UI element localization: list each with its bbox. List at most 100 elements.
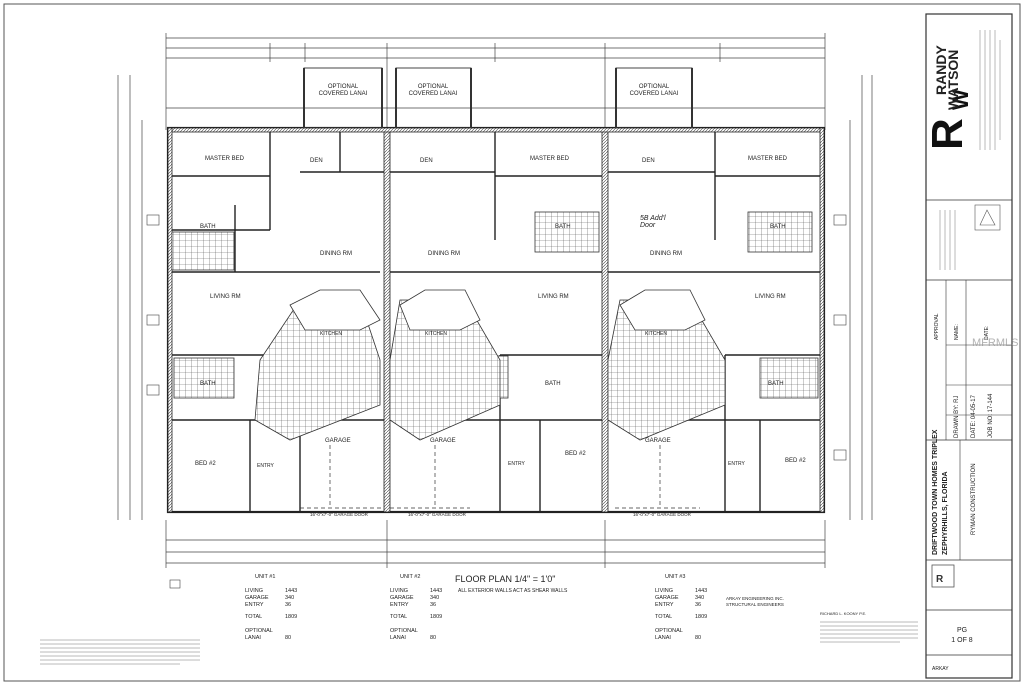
unit-area-value: 340 — [285, 595, 294, 601]
room-dining-1: DINING RM — [320, 251, 352, 257]
unit-name: UNIT #2 — [400, 574, 420, 580]
unit-area-label: TOTAL — [655, 614, 672, 620]
room-dining-2: DINING RM — [428, 251, 460, 257]
engineer-pe: RICHARD L. KOONY P.E. — [820, 611, 866, 616]
sheet-of: 1 OF 8 — [951, 637, 973, 644]
plan-title: FLOOR PLAN 1/4" = 1'0" — [455, 574, 555, 584]
unit-area-value: 340 — [695, 595, 704, 601]
date-label: DATE: — [984, 326, 990, 340]
approval-label: APPROVAL — [934, 313, 940, 340]
title-block: R W RANDY WATSON APPROVAL NAME: DATE: DR… — [923, 13, 1013, 679]
unit-area-label: OPTIONAL — [245, 628, 273, 634]
unit-area-value: 80 — [285, 635, 291, 641]
bottom-dimensions — [165, 520, 826, 568]
room-living-1: LIVING RM — [210, 294, 241, 300]
unit-area-value: 80 — [695, 635, 701, 641]
unit-area-label: ENTRY — [655, 602, 674, 608]
unit-area-label: GARAGE — [655, 595, 679, 601]
room-den-3: DEN — [642, 158, 655, 164]
unit-area-label: TOTAL — [245, 614, 262, 620]
footer-label: ARKAY — [932, 666, 949, 672]
plan-note: ALL EXTERIOR WALLS ACT AS SHEAR WALLS — [458, 588, 568, 594]
room-dining-3: DINING RM — [650, 251, 682, 257]
unit-area-label: LANAI — [655, 635, 671, 641]
party-walls — [167, 127, 825, 513]
unit-area-label: GARAGE — [390, 595, 414, 601]
unit-area-value: 1443 — [430, 588, 442, 594]
job-number: JOB NO: 17-144 — [988, 393, 994, 438]
room-bed2-3: BED #2 — [785, 458, 806, 464]
room-bath-3: BATH — [770, 224, 786, 230]
unit-area-value: 1443 — [285, 588, 297, 594]
client-name: RYMAN CONSTRUCTION — [971, 463, 977, 535]
unit-area-label: LANAI — [245, 635, 261, 641]
interior-walls — [172, 132, 820, 512]
room-entry-3: ENTRY — [728, 461, 746, 467]
project-location: ZEPHYRHILLS, FLORIDA — [942, 471, 949, 555]
room-master-bed-2: MASTER BED — [530, 156, 570, 162]
baths — [171, 211, 819, 399]
room-bath-2: BATH — [555, 224, 571, 230]
sheet-label: PG — [957, 627, 967, 634]
room-bed2-2: BED #2 — [565, 451, 586, 457]
room-living-2: LIVING RM — [538, 294, 569, 300]
sheet-border — [3, 3, 1021, 682]
room-garage-2: GARAGE — [430, 438, 456, 444]
room-master-bed-3: MASTER BED — [748, 156, 788, 162]
name-label: NAME: — [954, 324, 960, 340]
unit-area-label: OPTIONAL — [655, 628, 683, 634]
room-kitchen-2: KITCHEN — [425, 331, 447, 337]
svg-text:R: R — [936, 574, 944, 585]
unit-area-value: 1809 — [695, 614, 707, 620]
unit-name: UNIT #1 — [255, 574, 275, 580]
unit-area-label: LIVING — [390, 588, 408, 594]
room-bath-3b: BATH — [768, 381, 784, 387]
unit-area-value: 36 — [430, 602, 436, 608]
engineer-name: ARKAY ENGINEERING INC. — [726, 596, 784, 601]
unit-area-label: LIVING — [655, 588, 673, 594]
room-den-1: DEN — [310, 158, 323, 164]
unit-area-label: TOTAL — [390, 614, 407, 620]
annotation-boxes — [146, 214, 847, 589]
drawn-by: DRAWN BY: RJ — [954, 396, 960, 438]
room-bath-1b: BATH — [200, 381, 216, 387]
unit-name: UNIT #3 — [665, 574, 685, 580]
date-value: DATE: 04-05-17 — [971, 394, 977, 438]
unit-area-value: 36 — [285, 602, 291, 608]
room-garage-3: GARAGE — [645, 438, 671, 444]
svg-text:R: R — [923, 118, 972, 150]
room-bed2-1: BED #2 — [195, 461, 216, 467]
unit-area-value: 1809 — [430, 614, 442, 620]
unit-area-value: 80 — [430, 635, 436, 641]
room-kitchen-3: KITCHEN — [645, 331, 667, 337]
svg-text:W: W — [948, 89, 973, 110]
top-dimensions — [165, 33, 826, 130]
engineer-sub: STRUCTURAL ENGINEERS — [726, 602, 784, 607]
general-notes — [40, 621, 918, 665]
room-labels: MASTER BED DEN BATH DINING RM LIVING RM … — [195, 156, 806, 517]
garage-door-1: 16'-0"x7'-0" GARAGE DOOR — [310, 512, 369, 517]
garage-door-2: 16'-0"x7'-0" GARAGE DOOR — [408, 512, 467, 517]
room-kitchen-1: KITCHEN — [320, 331, 342, 337]
room-bath-2b: BATH — [545, 381, 561, 387]
brand-bottom: WATSON — [945, 50, 961, 110]
room-bath-1: BATH — [200, 224, 216, 230]
unit-area-value: 1809 — [285, 614, 297, 620]
room-entry-1: ENTRY — [257, 463, 275, 469]
unit-area-value: 340 — [430, 595, 439, 601]
unit-area-label: ENTRY — [390, 602, 409, 608]
client-logo: R — [931, 564, 955, 588]
unit-area-value: 36 — [695, 602, 701, 608]
company-logo: R W — [923, 89, 973, 150]
room-garage-1: GARAGE — [325, 438, 351, 444]
room-master-bed-1: MASTER BED — [205, 156, 245, 162]
side-dimensions — [117, 75, 873, 520]
room-entry-2: ENTRY — [508, 461, 526, 467]
kitchens — [254, 289, 726, 441]
